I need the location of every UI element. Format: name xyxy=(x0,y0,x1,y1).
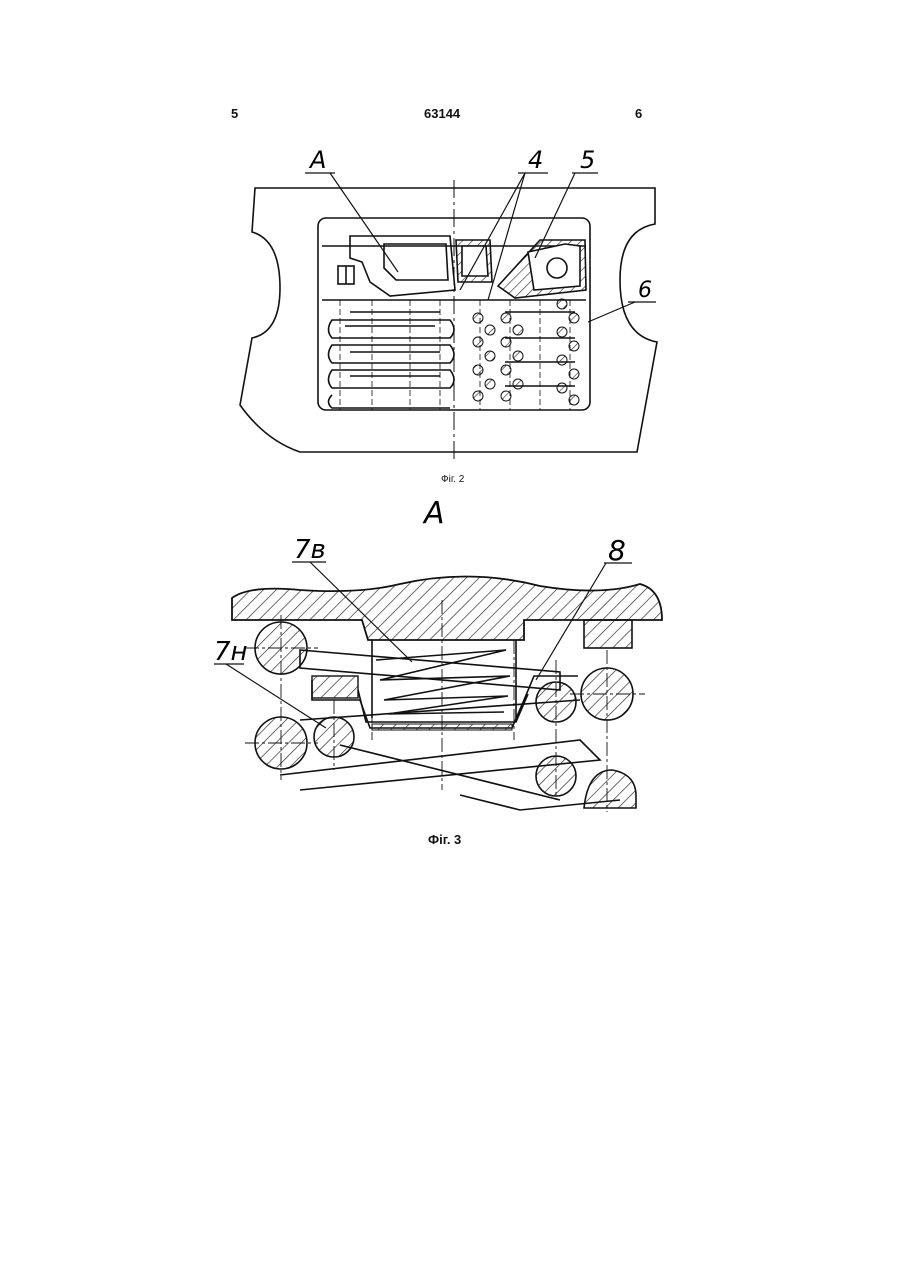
label-lower-spring-7n: 7н xyxy=(214,637,248,667)
figure-3-caption: Фіг. 3 xyxy=(428,832,461,847)
page-number-right: 6 xyxy=(635,106,642,121)
label-part-4: 4 xyxy=(528,146,543,174)
label-upper-spring-7v: 7в xyxy=(294,535,326,565)
label-part-8: 8 xyxy=(608,534,626,567)
figure-3-drawing: A xyxy=(0,495,901,825)
label-part-6: 6 xyxy=(638,278,652,303)
view-label-a: A xyxy=(422,496,445,531)
label-detail-a: A xyxy=(308,146,326,174)
figure-2-caption: Фіг. 2 xyxy=(441,474,464,485)
page-number-left: 5 xyxy=(231,106,238,121)
figure-2-drawing: A 4 5 6 xyxy=(0,140,901,470)
label-part-5: 5 xyxy=(580,146,595,174)
patent-number: 63144 xyxy=(424,106,460,121)
